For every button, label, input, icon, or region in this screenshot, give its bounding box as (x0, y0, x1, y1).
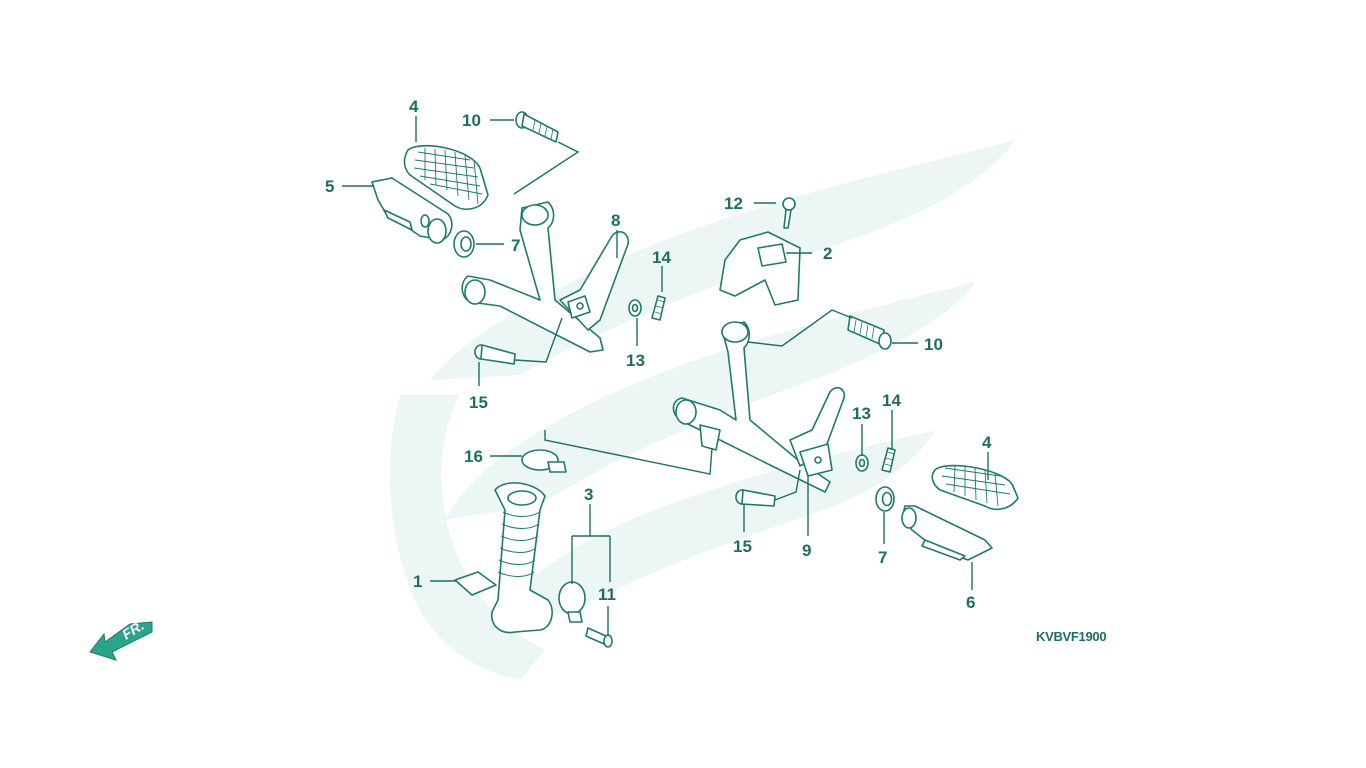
screw-12 (782, 197, 796, 229)
pin-14-left (651, 295, 666, 321)
guard-2 (719, 231, 801, 306)
washer-13-right (855, 454, 869, 472)
leader-lines (342, 116, 989, 636)
step-bracket-right (672, 321, 846, 493)
callout-label: 6 (966, 593, 975, 612)
callout-label: 13 (626, 351, 645, 370)
callout-label: 7 (511, 236, 520, 255)
clamp-3 (558, 581, 586, 623)
bolt-10-right (847, 315, 892, 350)
callout-label: 15 (733, 537, 752, 556)
footpeg-left (371, 177, 453, 244)
callout-label: 11 (598, 585, 616, 604)
callout-label: 10 (462, 111, 481, 130)
callout-label: 2 (823, 244, 832, 263)
callout-label: 1 (413, 572, 422, 591)
footpeg-rubber-left (403, 144, 489, 210)
pin-15-left (474, 344, 516, 365)
callout-label: 4 (409, 97, 419, 116)
washer-right (875, 486, 895, 512)
callout-label: 14 (882, 391, 901, 410)
callout-label: 10 (924, 335, 943, 354)
step-bracket-left (461, 201, 629, 353)
washer-13-left (628, 299, 642, 317)
callout-label: 15 (469, 393, 488, 412)
washer-left (453, 230, 475, 258)
callout-label: 13 (852, 404, 871, 423)
bolt-10-top (515, 111, 559, 143)
pin-15-right (735, 489, 776, 507)
callout-label: 16 (464, 447, 483, 466)
footpeg-right (901, 505, 993, 561)
callout-label: 12 (724, 194, 743, 213)
diagram-code: KVBVF1900 (1036, 629, 1106, 644)
callout-label: 4 (982, 433, 992, 452)
boot-1 (454, 482, 553, 634)
front-direction-arrow-icon: FR. (89, 617, 153, 661)
callout-label: 3 (584, 485, 593, 504)
callout-labels: 4 10 5 7 8 14 13 15 12 2 10 13 14 4 16 3… (325, 97, 992, 612)
pin-14-right (881, 447, 896, 473)
footpeg-rubber-right (931, 464, 1019, 511)
callout-label: 5 (325, 177, 334, 196)
callout-label: 8 (611, 211, 620, 230)
clamp-16 (521, 449, 567, 473)
callout-label: 9 (802, 541, 811, 560)
callout-label: 7 (878, 548, 887, 567)
callout-label: 14 (652, 248, 671, 267)
